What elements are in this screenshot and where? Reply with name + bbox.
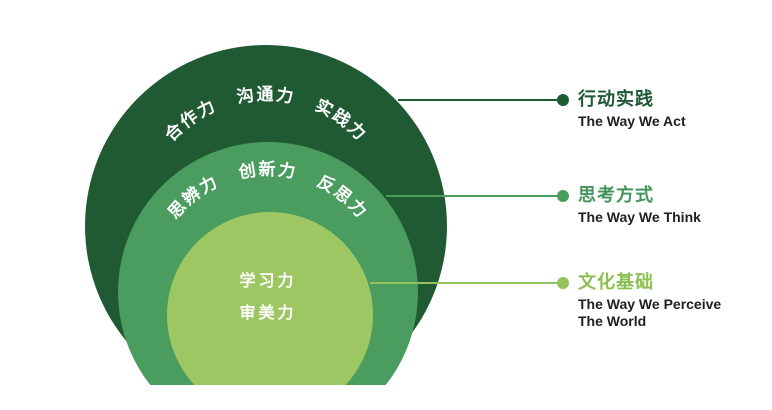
legend-title-thinking: 思考方式: [578, 185, 654, 205]
leader-dot-culture: [557, 277, 569, 289]
inner-ring-label-line2: 审美力: [239, 303, 296, 322]
legend-subtitle-thinking: The Way We Think: [578, 209, 701, 225]
inner-ring-label-line1: 学习力: [239, 271, 296, 290]
legend-title-culture: 文化基础: [578, 272, 654, 292]
bottom-crop: [0, 385, 772, 410]
legend-title-action: 行动实践: [578, 89, 654, 109]
legend-subtitle-culture: The Way We Perceive The World: [578, 296, 722, 329]
legend-item-action: 行动实践 The Way We Act: [578, 88, 686, 130]
leader-dot-action: [557, 94, 569, 106]
leader-dot-thinking: [557, 190, 569, 202]
ring-inner-culture: [167, 212, 373, 410]
legend-subtitle-action: The Way We Act: [578, 113, 686, 129]
legend-item-culture: 文化基础 The Way We Perceive The World: [578, 271, 721, 330]
legend-item-thinking: 思考方式 The Way We Think: [578, 184, 701, 226]
